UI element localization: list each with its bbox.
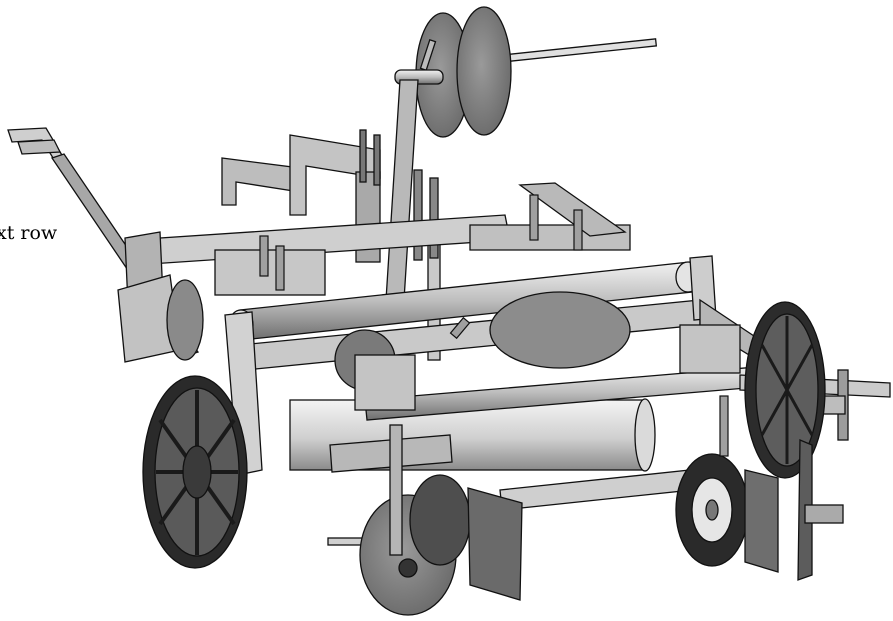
front-opener bbox=[327, 424, 523, 616]
frame-back bbox=[124, 182, 631, 351]
right-coulters bbox=[744, 439, 844, 581]
left-side-plate bbox=[117, 274, 204, 363]
front-right-block bbox=[679, 324, 741, 374]
cut-off-label: xt row bbox=[0, 222, 58, 244]
left-rear-wheel bbox=[142, 375, 248, 569]
reel-assembly bbox=[394, 6, 658, 138]
front-left-block bbox=[354, 354, 416, 411]
front-roller bbox=[329, 324, 783, 511]
right-rear-wheel bbox=[744, 301, 826, 479]
reel-crank bbox=[419, 38, 437, 72]
drum-end-disc-right bbox=[489, 291, 631, 369]
opener-plate bbox=[467, 487, 523, 601]
adjust-posts bbox=[259, 194, 729, 457]
front-right-wheel bbox=[675, 453, 749, 567]
left-hopper-block bbox=[214, 249, 326, 296]
reel-disc-right bbox=[456, 6, 512, 136]
